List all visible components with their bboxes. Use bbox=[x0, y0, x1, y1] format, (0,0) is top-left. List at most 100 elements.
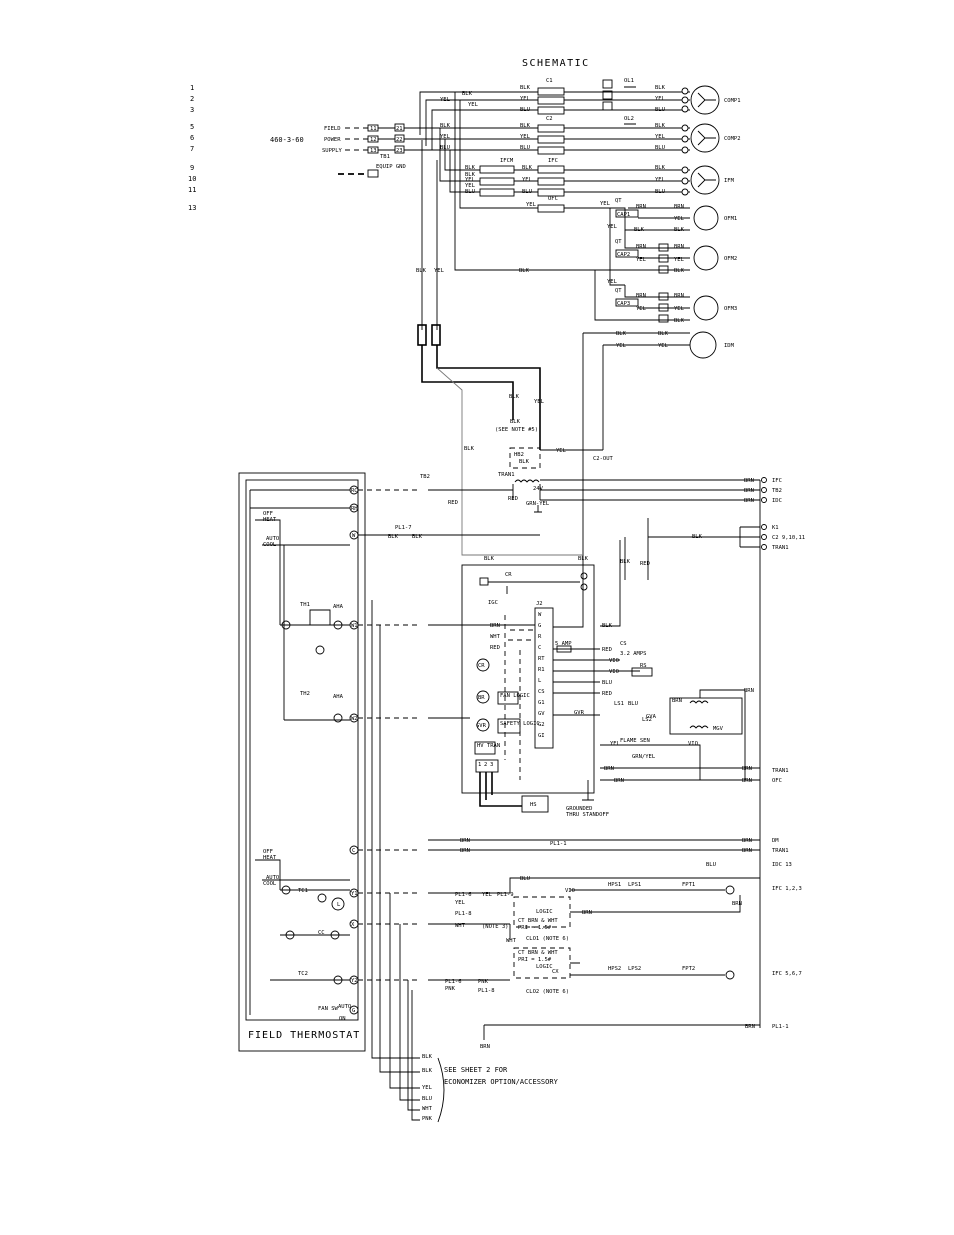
svg-text:BLK: BLK bbox=[634, 227, 645, 233]
svg-text:IDC: IDC bbox=[772, 498, 782, 504]
svg-text:PRI = 1.5#: PRI = 1.5# bbox=[518, 925, 552, 931]
svg-text:BLU: BLU bbox=[520, 876, 530, 882]
svg-text:BLU: BLU bbox=[655, 189, 665, 195]
svg-text:BRN: BRN bbox=[674, 293, 684, 299]
svg-text:BR: BR bbox=[478, 695, 485, 701]
svg-text:R: R bbox=[538, 634, 542, 640]
svg-text:PRI = 1.5#: PRI = 1.5# bbox=[518, 957, 552, 963]
svg-text:RED: RED bbox=[490, 645, 500, 651]
svg-text:RED: RED bbox=[602, 647, 612, 653]
svg-text:W1: W1 bbox=[351, 623, 358, 629]
svg-text:PNK: PNK bbox=[478, 979, 489, 985]
svg-text:TB2: TB2 bbox=[420, 474, 430, 480]
svg-text:(SEE NOTE #5): (SEE NOTE #5) bbox=[495, 427, 538, 433]
svg-text:YEL: YEL bbox=[610, 741, 621, 747]
svg-text:BLU: BLU bbox=[465, 189, 475, 195]
svg-text:CLO1 (NOTE 6): CLO1 (NOTE 6) bbox=[526, 936, 569, 942]
svg-text:FPT2: FPT2 bbox=[682, 966, 695, 972]
comp2-motor: COMP2 bbox=[681, 123, 741, 154]
svg-text:YEL: YEL bbox=[607, 224, 618, 230]
svg-text:BRN: BRN bbox=[460, 848, 470, 854]
svg-text:TRAN1: TRAN1 bbox=[498, 472, 515, 478]
svg-text:GVR: GVR bbox=[574, 710, 585, 716]
svg-text:BLK: BLK bbox=[519, 268, 530, 274]
svg-text:AHA: AHA bbox=[333, 604, 344, 610]
svg-text:GROUNDED: GROUNDED bbox=[566, 806, 593, 812]
svg-text:BRN: BRN bbox=[744, 478, 754, 484]
svg-text:C: C bbox=[352, 848, 355, 854]
svg-text:1: 1 bbox=[478, 762, 481, 768]
svg-text:GI: GI bbox=[538, 733, 545, 739]
svg-text:L: L bbox=[337, 902, 341, 908]
svg-text:11: 11 bbox=[188, 186, 196, 194]
svg-text:WHT: WHT bbox=[455, 923, 466, 929]
svg-text:X: X bbox=[351, 922, 355, 928]
svg-text:TH2: TH2 bbox=[300, 691, 310, 697]
svg-text:OFC: OFC bbox=[548, 196, 558, 202]
svg-text:YEL: YEL bbox=[636, 306, 647, 312]
svg-text:BRN: BRN bbox=[672, 698, 682, 704]
svg-text:IFC 5,6,7: IFC 5,6,7 bbox=[772, 971, 802, 977]
svg-text:FPT1: FPT1 bbox=[682, 882, 695, 888]
svg-text:LPS1: LPS1 bbox=[628, 882, 641, 888]
svg-text:MGV: MGV bbox=[713, 726, 724, 732]
svg-text:BLK: BLK bbox=[462, 91, 473, 97]
svg-text:YEL: YEL bbox=[455, 900, 466, 906]
svg-text:BLK: BLK bbox=[674, 318, 685, 324]
svg-text:FAN SW: FAN SW bbox=[318, 1006, 339, 1012]
svg-text:BLK: BLK bbox=[510, 419, 521, 425]
svg-text:1: 1 bbox=[190, 84, 194, 92]
svg-text:VIO: VIO bbox=[609, 658, 619, 664]
svg-text:3.2 AMPS: 3.2 AMPS bbox=[620, 651, 647, 657]
svg-text:YEL: YEL bbox=[655, 96, 666, 102]
right-bus: BLK BLK RED BRN BRN BRN IFC TB2 IDC K1 C… bbox=[620, 477, 805, 1030]
svg-text:PL1-6: PL1-6 bbox=[445, 979, 462, 985]
svg-text:BLU: BLU bbox=[655, 107, 665, 113]
svg-text:RT: RT bbox=[538, 656, 545, 662]
svg-text:BLU: BLU bbox=[520, 145, 530, 151]
svg-text:2: 2 bbox=[190, 95, 194, 103]
igc-board: IGC J2 CR BLK BLK bbox=[461, 556, 595, 794]
svg-text:HB2: HB2 bbox=[514, 452, 524, 458]
svg-text:VIO: VIO bbox=[688, 741, 698, 747]
overloads: OL1 OL2 bbox=[602, 78, 636, 125]
svg-text:G: G bbox=[538, 623, 541, 629]
svg-text:HPS1: HPS1 bbox=[608, 882, 621, 888]
svg-text:BRN: BRN bbox=[732, 901, 742, 907]
svg-text:TH1: TH1 bbox=[300, 602, 310, 608]
svg-text:YEL: YEL bbox=[434, 268, 445, 274]
wire-labels-top: BLK YEL YEL BLK YEL BLU BLK YEL BLU BLK … bbox=[440, 85, 666, 274]
svg-text:AHA: AHA bbox=[333, 694, 344, 700]
svg-text:PL1-9: PL1-9 bbox=[497, 892, 514, 898]
svg-text:BRN: BRN bbox=[742, 848, 752, 854]
svg-text:C2: C2 bbox=[546, 116, 553, 122]
svg-text:BLK: BLK bbox=[416, 268, 427, 274]
svg-text:POWER: POWER bbox=[324, 137, 341, 143]
svg-text:LOGIC: LOGIC bbox=[536, 909, 553, 915]
svg-text:TC2: TC2 bbox=[298, 971, 308, 977]
svg-text:HS: HS bbox=[530, 802, 537, 808]
svg-text:IFC: IFC bbox=[548, 158, 558, 164]
svg-text:C2 9,10,11: C2 9,10,11 bbox=[772, 535, 805, 541]
svg-text:BLK: BLK bbox=[440, 123, 451, 129]
svg-text:YEL: YEL bbox=[422, 1085, 433, 1091]
svg-text:(NOTE 3): (NOTE 3) bbox=[482, 924, 509, 930]
svg-text:GRN/YEL: GRN/YEL bbox=[632, 754, 656, 760]
svg-text:AUTO: AUTO bbox=[338, 1004, 351, 1010]
field-thermostat: FIELD THERMOSTAT OFF HEAT AUTO COOL OFF … bbox=[238, 472, 366, 1052]
svg-text:BLU: BLU bbox=[422, 1096, 432, 1102]
svg-text:Y2: Y2 bbox=[351, 978, 358, 984]
svg-text:BLK: BLK bbox=[509, 394, 520, 400]
svg-text:SEE SHEET 2 FOR: SEE SHEET 2 FOR bbox=[444, 1066, 508, 1074]
thermostat-title: FIELD THERMOSTAT bbox=[248, 1030, 360, 1041]
svg-text:W2: W2 bbox=[351, 716, 358, 722]
idm-motor: BLK BLK YEL YEL IDM bbox=[582, 331, 735, 555]
svg-text:BLK: BLK bbox=[522, 165, 533, 171]
svg-text:BRN: BRN bbox=[636, 204, 646, 210]
j2-pins: W G R C RT R1 L CS G1 GV G2 GI bbox=[538, 612, 545, 739]
igc-internals: CR BR FAN LOGIC GVR SAFETY LOGIC HV TRAN… bbox=[474, 540, 653, 813]
svg-text:PNK: PNK bbox=[445, 986, 456, 992]
svg-text:BLK: BLK bbox=[655, 123, 666, 129]
svg-text:YEL: YEL bbox=[440, 97, 451, 103]
svg-text:BLK: BLK bbox=[464, 446, 475, 452]
